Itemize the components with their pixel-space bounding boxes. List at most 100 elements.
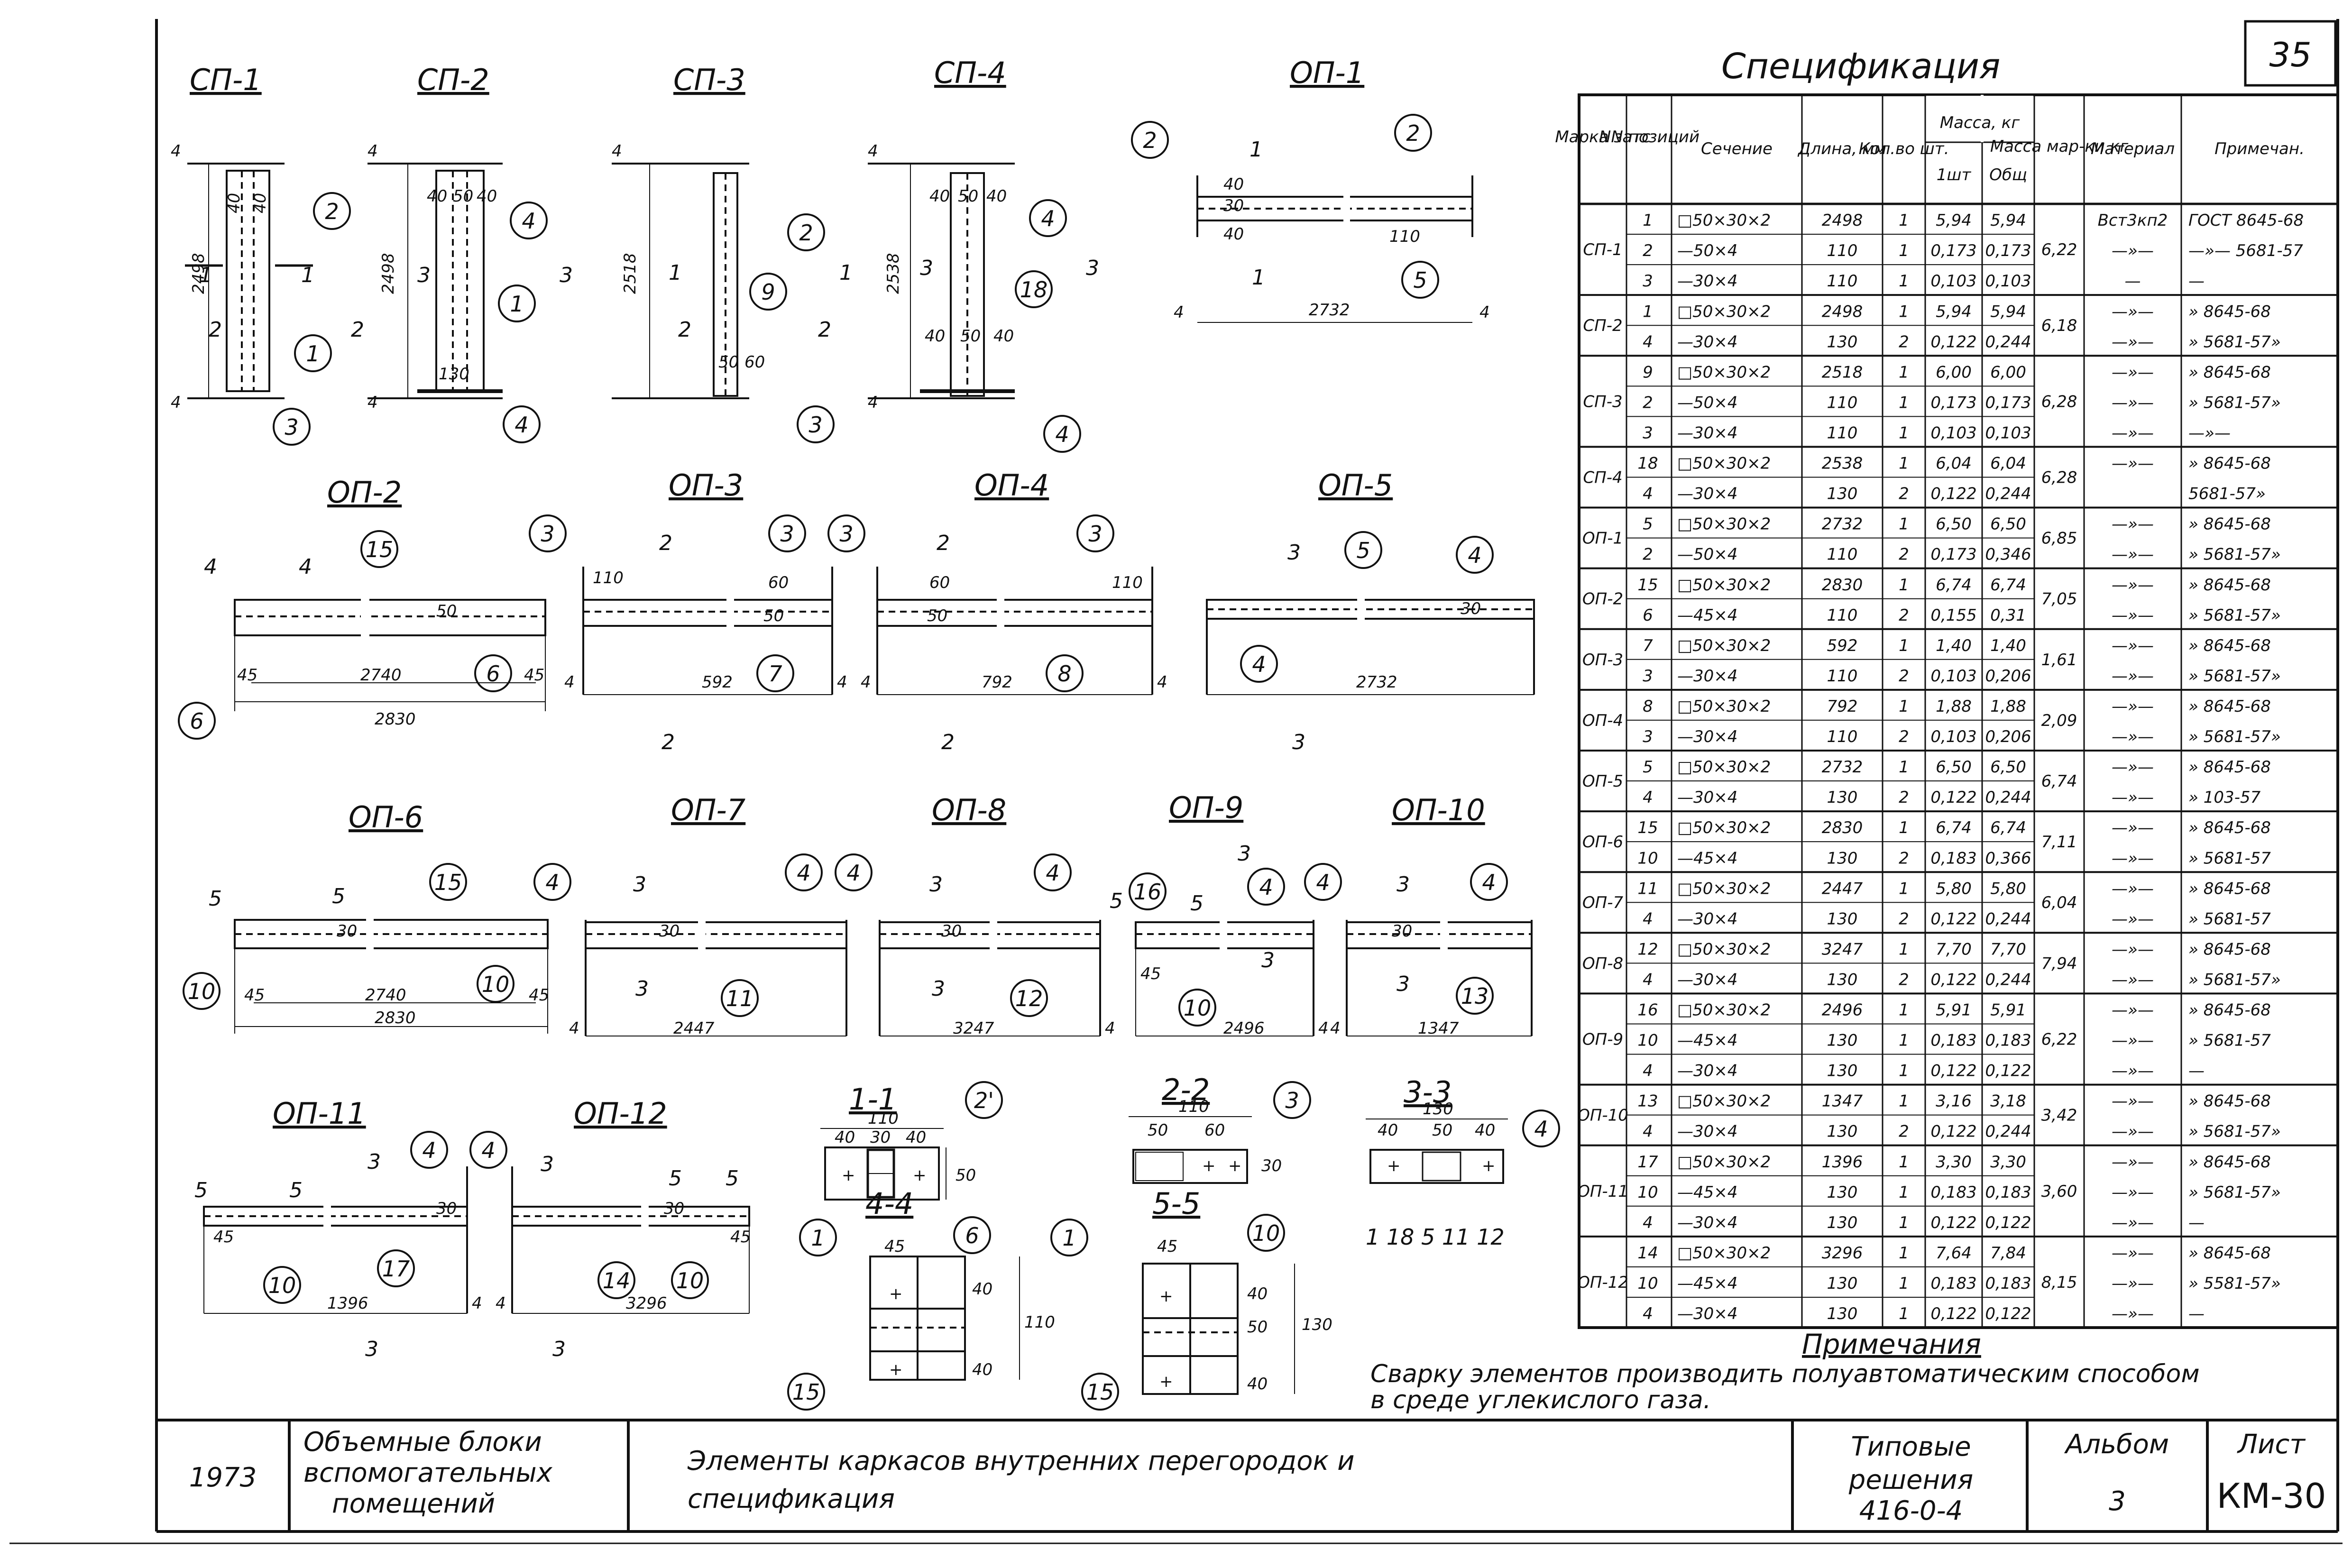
drawing-title: СП-1 bbox=[190, 63, 262, 97]
cell-mark-mass: 3,60 bbox=[2041, 1182, 2077, 1201]
section-mark: 3 bbox=[920, 256, 933, 280]
section-mark: 2 bbox=[941, 730, 955, 754]
cell-mass-total: 3,18 bbox=[1990, 1092, 2026, 1111]
dim-c: 40 bbox=[1475, 1121, 1495, 1140]
cell-mark-mass: 6,22 bbox=[2041, 1030, 2077, 1049]
cell-section: —30×4 bbox=[1677, 1304, 1737, 1323]
drawing-title: ОП-2 bbox=[327, 475, 402, 510]
cell-position: 1 bbox=[1643, 302, 1653, 321]
dim-40: 40 bbox=[477, 187, 497, 206]
cell-note: » 5681-57» bbox=[2188, 667, 2281, 686]
end-mark: 4 bbox=[368, 393, 378, 412]
plus-mark: + bbox=[1387, 1156, 1401, 1175]
section-mark: 2 bbox=[678, 318, 691, 342]
cell-mass-one: 0,103 bbox=[1930, 727, 1976, 746]
header-qty: Кол.во шт. bbox=[1859, 139, 1949, 158]
dim-b: 50 bbox=[1247, 1318, 1268, 1337]
end-mark: 4 bbox=[1330, 1019, 1341, 1038]
dim-60: 60 bbox=[768, 573, 789, 592]
cell-note: » 8645-68 bbox=[2188, 697, 2271, 716]
end-mark: 4 bbox=[861, 673, 871, 692]
callout: 10 bbox=[1178, 989, 1216, 1027]
dim-b: 40 bbox=[972, 1360, 992, 1379]
cell-material: —»— bbox=[2112, 1092, 2154, 1111]
callout: 3 bbox=[768, 514, 806, 552]
svg-text:3: 3 bbox=[780, 521, 794, 547]
section-mark: 5 bbox=[209, 887, 222, 911]
cell-position: 4 bbox=[1643, 1304, 1653, 1323]
cell-position: 5 bbox=[1643, 758, 1653, 777]
cell-mark: ОП-6 bbox=[1582, 833, 1623, 852]
cell-note: ГОСТ 8645-68 bbox=[2188, 211, 2304, 230]
callout: 4 bbox=[785, 853, 823, 891]
callout: 1 bbox=[294, 334, 332, 372]
cell-material: —»— bbox=[2112, 1031, 2154, 1050]
cell-qty: 1 bbox=[1899, 1304, 1909, 1323]
header-length: Длина, мм bbox=[1797, 139, 1886, 158]
cell-position: 3 bbox=[1643, 423, 1653, 442]
cell-mass-total: 0,173 bbox=[1985, 241, 2031, 260]
cell-mark: СП-4 bbox=[1583, 468, 1622, 487]
cell-mass-one: 0,183 bbox=[1930, 1274, 1976, 1293]
section-5-5: 5-5 45 40 50 40 130 + + 10 15 bbox=[1081, 1186, 1332, 1411]
cell-mass-one: 6,74 bbox=[1936, 818, 1972, 837]
drawing-title: ОП-4 bbox=[974, 468, 1049, 503]
cell-mass-one: 0,173 bbox=[1930, 241, 1976, 260]
dim-40: 40 bbox=[427, 187, 447, 206]
cell-mass-one: 0,122 bbox=[1930, 1304, 1976, 1323]
cell-mark-mass: 6,22 bbox=[2041, 240, 2077, 259]
callout: 10 bbox=[263, 1266, 301, 1304]
callout: 4 bbox=[1304, 863, 1342, 901]
cell-length: 130 bbox=[1827, 1213, 1858, 1232]
drawing-title: СП-4 bbox=[934, 55, 1006, 90]
header-material: Материал bbox=[2091, 139, 2175, 158]
cell-qty: 2 bbox=[1899, 849, 1909, 868]
cell-qty: 2 bbox=[1899, 667, 1909, 686]
cell-section: —50×4 bbox=[1677, 241, 1737, 260]
dim-40: 40 bbox=[225, 193, 244, 213]
title-block: 1973 Объемные блоки вспомогательных поме… bbox=[156, 1419, 2338, 1531]
cell-mass-one: 0,122 bbox=[1930, 970, 1976, 989]
cell-mark-mass: 6,28 bbox=[2041, 392, 2077, 411]
cell-mass-total: 0,122 bbox=[1985, 1062, 2031, 1081]
callout: 4 bbox=[1522, 1110, 1560, 1147]
svg-text:2: 2 bbox=[799, 220, 813, 246]
cell-mass-total: 5,91 bbox=[1990, 1001, 2026, 1020]
cell-material: —»— bbox=[2112, 636, 2154, 655]
cell-mark: СП-2 bbox=[1583, 316, 1622, 335]
cell-mark-mass: 6,85 bbox=[2041, 529, 2077, 548]
cell-mass-total: 5,94 bbox=[1990, 211, 2026, 230]
cell-note: » 5681-57» bbox=[2188, 1183, 2281, 1202]
cell-section: —45×4 bbox=[1677, 1031, 1737, 1050]
length-dim: 2740 bbox=[360, 666, 402, 685]
cell-position: 4 bbox=[1643, 1122, 1653, 1141]
svg-text:5: 5 bbox=[1356, 538, 1370, 563]
cell-position: 4 bbox=[1643, 970, 1653, 989]
cell-length: 130 bbox=[1827, 1183, 1858, 1202]
cell-mass-one: 5,94 bbox=[1936, 302, 1972, 321]
tb-title-2: спецификация bbox=[688, 1484, 895, 1514]
drawing-op10: ОП-10 30 1347 4 3 3 4 4 13 bbox=[1304, 793, 1533, 1038]
cell-material: —»— bbox=[2112, 302, 2154, 321]
header-mass: Масса, кг bbox=[1940, 113, 2021, 132]
cell-length: 130 bbox=[1827, 970, 1858, 989]
cell-mark: ОП-10 bbox=[1577, 1106, 1628, 1125]
dim-a: 40 bbox=[1378, 1121, 1398, 1140]
svg-text:4: 4 bbox=[481, 1137, 495, 1163]
cell-material: —»— bbox=[2112, 940, 2154, 959]
cell-section: □50×30×2 bbox=[1677, 576, 1771, 595]
cell-section: □50×30×2 bbox=[1677, 1153, 1771, 1172]
cell-length: 130 bbox=[1827, 1031, 1858, 1050]
cell-material: —»— bbox=[2112, 727, 2154, 746]
section-mark: 5 bbox=[1110, 889, 1123, 913]
cell-length: 2518 bbox=[1822, 363, 1863, 382]
cell-note: » 5681-57» bbox=[2188, 1122, 2281, 1141]
section-mark: 2 bbox=[659, 531, 672, 555]
callout: 4 bbox=[469, 1131, 507, 1169]
cell-position: 2 bbox=[1643, 393, 1653, 412]
cell-note: » 8645-68 bbox=[2188, 636, 2271, 655]
cell-section: —30×4 bbox=[1677, 1122, 1737, 1141]
cell-material: —»— bbox=[2112, 241, 2154, 260]
cell-qty: 1 bbox=[1899, 454, 1909, 473]
